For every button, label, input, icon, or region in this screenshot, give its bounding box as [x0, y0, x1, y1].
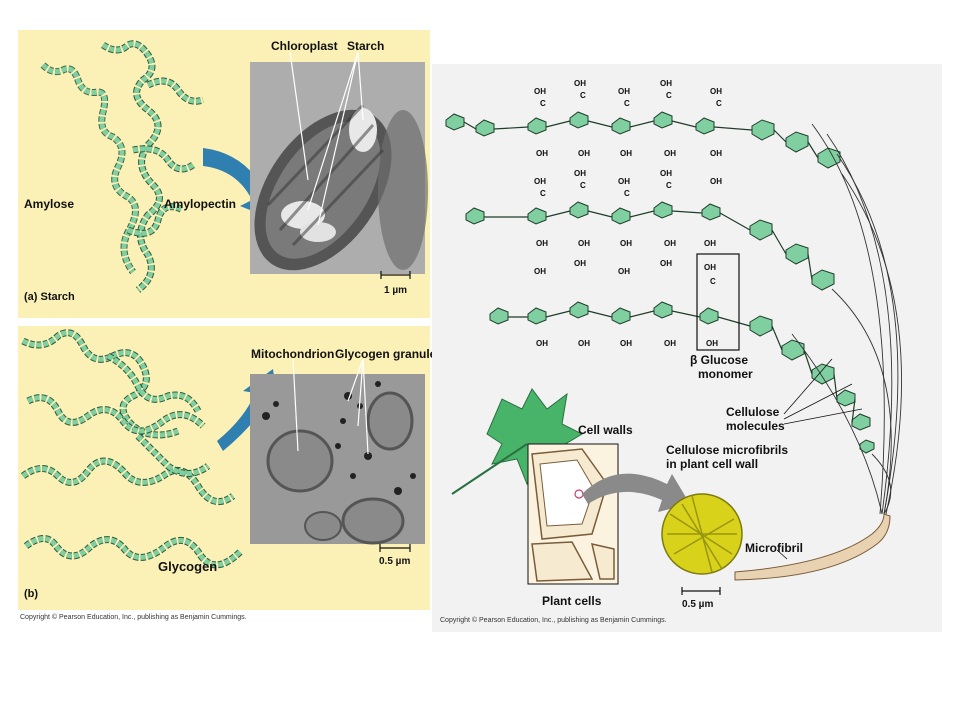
glycogen-label: Glycogen — [158, 559, 218, 574]
cellulose-scale-label: 0.5 µm — [682, 599, 714, 610]
svg-text:OH: OH — [534, 267, 546, 276]
svg-text:C: C — [624, 189, 630, 198]
svg-text:OH: OH — [620, 149, 632, 158]
arrow-microfibril-icon — [582, 473, 690, 512]
svg-text:OH: OH — [536, 339, 548, 348]
svg-text:OH: OH — [620, 339, 632, 348]
svg-text:OH: OH — [574, 259, 586, 268]
amylopectin-chain — [101, 40, 205, 293]
chloroplast-micrograph — [250, 62, 428, 274]
glycogen-pointer-lines — [292, 358, 369, 455]
svg-text:OH: OH — [534, 87, 546, 96]
svg-text:OH: OH — [664, 339, 676, 348]
glycogen-granules-label: Glycogen granules — [335, 347, 444, 361]
scale-bar-starch — [380, 271, 411, 279]
mitochondrion-micrograph — [250, 374, 425, 545]
cellulose-panel: OH OH OH OH OH OH OH OH OH OH OH OH OH OH OH OH OH OH O… — [432, 64, 942, 632]
glycogen-chains — [20, 329, 244, 569]
svg-text:OH: OH — [574, 79, 586, 88]
svg-text:OH: OH — [578, 149, 590, 158]
svg-text:OH: OH — [620, 239, 632, 248]
svg-text:OH: OH — [574, 169, 586, 178]
glycogen-illustration — [20, 329, 425, 569]
starch-panel: Amylose Amylopectin Chloroplast Starch 1… — [18, 30, 430, 318]
svg-text:OH: OH — [618, 87, 630, 96]
svg-text:C: C — [580, 181, 586, 190]
svg-text:OH: OH — [660, 79, 672, 88]
microfibrils-label: Cellulose microfibrils — [666, 443, 789, 457]
beta-glucose-label: β Glucose — [690, 353, 749, 367]
svg-text:OH: OH — [578, 339, 590, 348]
amylopectin-label: Amylopectin — [164, 197, 237, 211]
svg-text:OH: OH — [660, 169, 672, 178]
svg-text:C: C — [666, 181, 672, 190]
svg-text:OH: OH — [578, 239, 590, 248]
copyright-left: Copyright © Pearson Education, Inc., pub… — [20, 614, 247, 621]
svg-text:OH: OH — [664, 149, 676, 158]
microfibril-stalk — [734, 513, 891, 581]
starch-illustration — [40, 40, 428, 293]
starch-label: Starch — [347, 39, 385, 53]
glycogen-panel: Mitochondrion Glycogen granules Glycogen… — [18, 326, 443, 610]
plant-cells-label: Plant cells — [542, 594, 602, 608]
svg-text:OH: OH — [536, 149, 548, 158]
svg-text:OH: OH — [710, 149, 722, 158]
svg-text:C: C — [716, 99, 722, 108]
cellulose-molecules-label: Cellulose — [726, 405, 780, 419]
starch-pointer-lines — [289, 51, 364, 226]
cellulose-chains — [445, 111, 875, 454]
cellulose-illustration: OH OH OH OH OH OH OH OH OH OH OH OH OH OH OH OH OH OH O… — [445, 79, 902, 595]
scale-bar-glycogen — [379, 544, 411, 552]
cellulose-leader-lines — [776, 358, 863, 560]
mitochondrion-label: Mitochondrion — [251, 347, 335, 361]
svg-text:C: C — [666, 91, 672, 100]
chloroplast-label: Chloroplast — [271, 39, 338, 53]
svg-text:OH: OH — [618, 177, 630, 186]
microfibrils-label-2: in plant cell wall — [666, 457, 759, 471]
svg-text:C: C — [540, 99, 546, 108]
cellulose-fibers — [791, 123, 902, 515]
svg-text:OH: OH — [660, 259, 672, 268]
svg-text:OH: OH — [706, 339, 718, 348]
svg-text:OH: OH — [710, 177, 722, 186]
glycogen-scale-label: 0.5 µm — [379, 556, 411, 567]
beta-glucose-monomer-label: monomer — [698, 367, 753, 381]
hydroxyl-labels: OH OH OH OH OH OH OH OH OH OH OH OH OH OH OH OH OH OH O… — [534, 79, 722, 348]
svg-text:OH: OH — [536, 239, 548, 248]
copyright-right: Copyright © Pearson Education, Inc., pub… — [440, 617, 667, 624]
svg-text:OH: OH — [704, 239, 716, 248]
starch-scale-label: 1 µm — [384, 285, 407, 296]
scale-bar-cellulose — [681, 587, 721, 595]
svg-text:OH: OH — [704, 263, 716, 272]
svg-text:OH: OH — [534, 177, 546, 186]
svg-text:OH: OH — [664, 239, 676, 248]
part-a-label: (a) Starch — [24, 291, 75, 303]
svg-text:C: C — [710, 277, 716, 286]
microfibril-micrograph — [661, 493, 743, 575]
plant-cells-diagram — [527, 443, 619, 585]
svg-text:C: C — [580, 91, 586, 100]
part-b-label: (b) — [24, 588, 39, 600]
svg-text:C: C — [540, 189, 546, 198]
svg-text:OH: OH — [618, 267, 630, 276]
svg-text:OH: OH — [710, 87, 722, 96]
microfibril-label: Microfibril — [745, 541, 804, 555]
cellulose-molecules-label-2: molecules — [726, 419, 785, 433]
svg-text:C: C — [624, 99, 630, 108]
cell-walls-label: Cell walls — [578, 423, 633, 437]
amylose-label: Amylose — [24, 197, 75, 211]
beta-glucose-box — [696, 253, 740, 351]
amylose-chain — [40, 62, 139, 275]
